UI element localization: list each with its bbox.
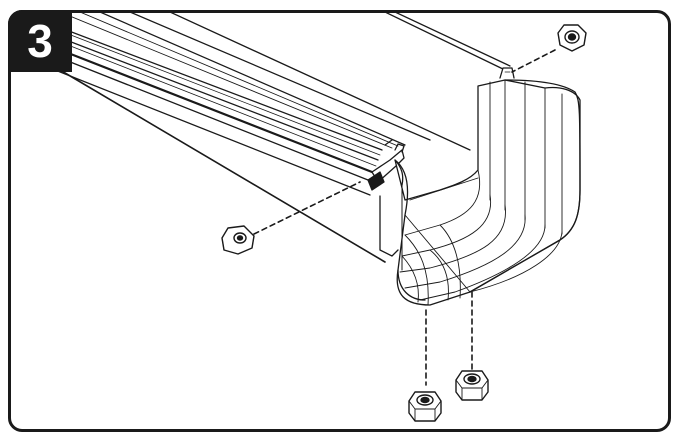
hex-nut-bottom-left xyxy=(408,391,442,422)
guide-line-left xyxy=(253,181,361,235)
hex-nut-left xyxy=(221,225,255,255)
curved-end-cap xyxy=(394,67,581,306)
fastener-guides xyxy=(253,49,556,386)
hex-nut-top xyxy=(557,24,587,52)
hex-nut-bottom-right xyxy=(455,370,489,401)
step-number: 3 xyxy=(27,15,53,67)
guide-line-top xyxy=(511,49,556,73)
step-badge: 3 xyxy=(8,10,72,72)
rail-beam xyxy=(38,13,520,263)
